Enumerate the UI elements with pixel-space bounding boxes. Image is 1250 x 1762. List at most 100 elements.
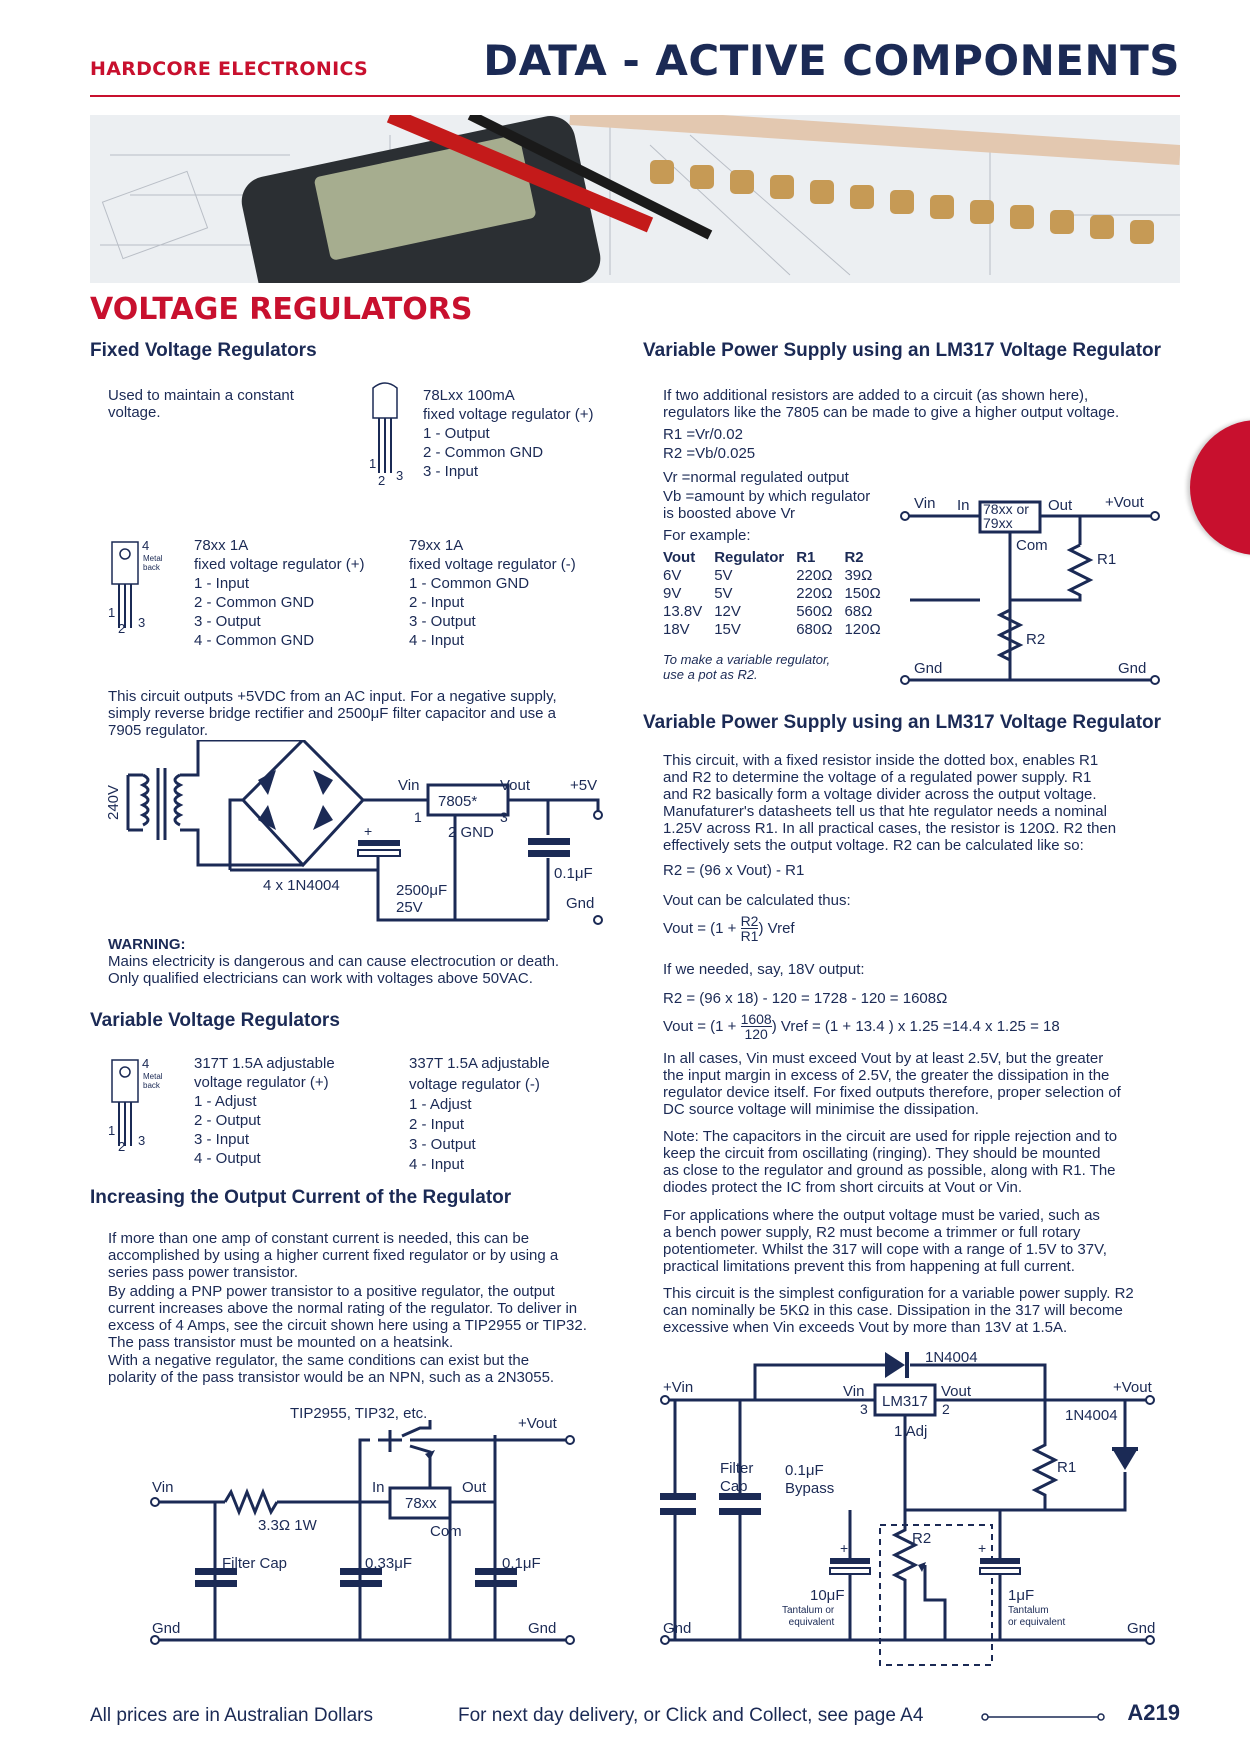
reg78-pin: 2 - Common GND <box>194 594 315 611</box>
table-cell: 18V <box>663 621 690 638</box>
to92-package-icon <box>372 382 398 473</box>
to92-info: 78Lxx 100mA fixed voltage regulator (+) … <box>423 387 594 480</box>
reg78-pin: 3 - Output <box>194 613 261 630</box>
reg317-title: 317T 1.5A adjustable <box>194 1055 335 1072</box>
boost-schematic: Vin In Out +Vout Com R1 R2 Gnd Gnd <box>900 494 1160 685</box>
reg78-pin: 1 - Input <box>194 575 250 592</box>
to92-pin: 3 - Input <box>423 463 479 480</box>
pin1-label: 1 <box>414 809 422 825</box>
table-cell: 5V <box>714 567 733 584</box>
to220-pin1: 1 <box>108 605 116 620</box>
plus-sign: + <box>840 1540 848 1556</box>
to92-desc: fixed voltage regulator (+) <box>423 406 594 423</box>
reg337-title: 337T 1.5A adjustable <box>409 1055 550 1072</box>
formula-text: Vout = (1 + <box>663 1018 741 1035</box>
cap2-label: 0.33μF <box>365 1555 412 1572</box>
reg337-pin: 3 - Output <box>409 1136 476 1153</box>
reg317-pin: 3 - Input <box>194 1131 250 1148</box>
vout-label: Vout <box>941 1383 972 1400</box>
table-row: 9V 5V 220Ω 150Ω <box>663 585 893 603</box>
to92-pin: 1 - Output <box>423 425 490 442</box>
out-label: Out <box>1048 497 1073 514</box>
table-row: 13.8V 12V 560Ω 68Ω <box>663 603 893 621</box>
vout-label: +Vout <box>518 1415 558 1432</box>
fixed-regulators-heading: Fixed Voltage Regulators <box>90 340 317 361</box>
gnd-left-label: Gnd <box>152 1620 180 1637</box>
to220-pin4: 4 <box>142 1056 150 1071</box>
table-cell: 680Ω <box>796 621 833 638</box>
circuit-intro: This circuit outputs +5VDC from an AC in… <box>108 688 557 739</box>
cap10-note: Tantalum or equivalent <box>782 1605 835 1628</box>
metal-back-label: Metal back <box>143 554 163 572</box>
increase-p1: If more than one amp of constant current… <box>108 1230 559 1281</box>
vps2-p1: This circuit, with a fixed resistor insi… <box>663 752 1117 854</box>
to92-pin2: 2 <box>378 473 386 488</box>
gnd-pin-label: 2 GND <box>448 824 494 841</box>
page-title: DATA - ACTIVE COMPONENTS <box>483 36 1180 85</box>
vps1-r1: R1 =Vr/0.02 <box>663 426 743 443</box>
reg79-info: 79xx 1A fixed voltage regulator (-) 1 - … <box>409 537 576 649</box>
variable-regulators-heading: Variable Voltage Regulators <box>90 1010 340 1031</box>
to92-title: 78Lxx 100mA <box>423 387 515 404</box>
formula-text: Vout = (1 + <box>663 920 741 937</box>
table-header: Vout <box>663 549 696 566</box>
to220-pin3: 3 <box>138 1133 146 1148</box>
regulator-table: Vout Regulator R1 R2 6V 5V 220Ω 39Ω 9V 5… <box>663 549 893 639</box>
vps1-vb: Vb =amount by which regulator is boosted… <box>663 488 871 522</box>
vps2-formula2: Vout = (1 + R2 R1 ) Vref <box>663 914 795 943</box>
fraction-denominator: 120 <box>744 1026 768 1042</box>
table-cell: 9V <box>663 585 682 602</box>
vps1-example: For example: <box>663 527 751 544</box>
reg79-pin: 3 - Output <box>409 613 476 630</box>
reg317-info: 317T 1.5A adjustable voltage regulator (… <box>194 1055 335 1167</box>
reg-label: LM317 <box>882 1393 928 1410</box>
warning-title: WARNING: <box>108 936 186 953</box>
r2-label: R2 <box>912 1530 931 1547</box>
to220-pin1: 1 <box>108 1123 116 1138</box>
fraction: R2 R1 <box>740 913 759 943</box>
gnd-right-label: Gnd <box>528 1620 556 1637</box>
vps2-p2: In all cases, Vin must exceed Vout by at… <box>663 1050 1121 1118</box>
fraction-numerator: R2 <box>740 913 759 929</box>
transistor-label: TIP2955, TIP32, etc. <box>290 1405 427 1422</box>
to220-pin3: 3 <box>138 615 146 630</box>
reg79-pin: 4 - Input <box>409 632 465 649</box>
diode-top-label: 1N4004 <box>925 1349 978 1366</box>
gnd-left-label: Gnd <box>914 660 942 677</box>
table-cell: 39Ω <box>844 567 873 584</box>
cap1-label-text: 2500μF 25V <box>396 882 448 916</box>
vin-label: Vin <box>843 1383 864 1400</box>
table-row: 6V 5V 220Ω 39Ω <box>663 567 893 585</box>
metal-back-label: Metal back <box>143 1072 163 1090</box>
reg317-pin: 1 - Adjust <box>194 1093 257 1110</box>
table-cell: 5V <box>714 585 733 602</box>
to92-pin3: 3 <box>396 468 404 483</box>
vps2-p4: For applications where the output voltag… <box>663 1207 1107 1275</box>
reg-label: 78xx <box>405 1495 437 1512</box>
to92-pin: 2 - Common GND <box>423 444 544 461</box>
filter-cap-label: Filter Cap <box>222 1555 287 1572</box>
table-cell: 560Ω <box>796 603 833 620</box>
table-cell: 6V <box>663 567 682 584</box>
increase-current-heading: Increasing the Output Current of the Reg… <box>90 1187 512 1208</box>
vps1-note: To make a variable regulator, use a pot … <box>663 652 831 682</box>
vout-right-label: +Vout <box>1113 1379 1153 1396</box>
brand-name: HARDCORE ELECTRONICS <box>90 58 369 80</box>
reg79-pin: 2 - Input <box>409 594 465 611</box>
footer-prices: All prices are in Australian Dollars <box>90 1705 374 1726</box>
diode-right-label: 1N4004 <box>1065 1407 1118 1424</box>
r1-label: R1 <box>1057 1459 1076 1476</box>
in-label: In <box>957 497 970 514</box>
fraction: 1608 120 <box>740 1012 772 1042</box>
vps2-formula1: R2 = (96 x Vout) - R1 <box>663 862 805 879</box>
reg78-desc: fixed voltage regulator (+) <box>194 556 365 573</box>
table-cell: 150Ω <box>844 585 881 602</box>
warning-text: Mains electricity is dangerous and can c… <box>108 953 560 987</box>
r2-label: R2 <box>1026 631 1045 648</box>
plus5v-label: +5V <box>570 777 597 794</box>
reg317-desc: voltage regulator (+) <box>194 1074 329 1091</box>
cap3-label: 0.1μF <box>502 1555 541 1572</box>
reg337-pin: 1 - Adjust <box>409 1096 472 1113</box>
to220-pin4: 4 <box>142 538 150 553</box>
gnd-right-label: Gnd <box>1118 660 1146 677</box>
